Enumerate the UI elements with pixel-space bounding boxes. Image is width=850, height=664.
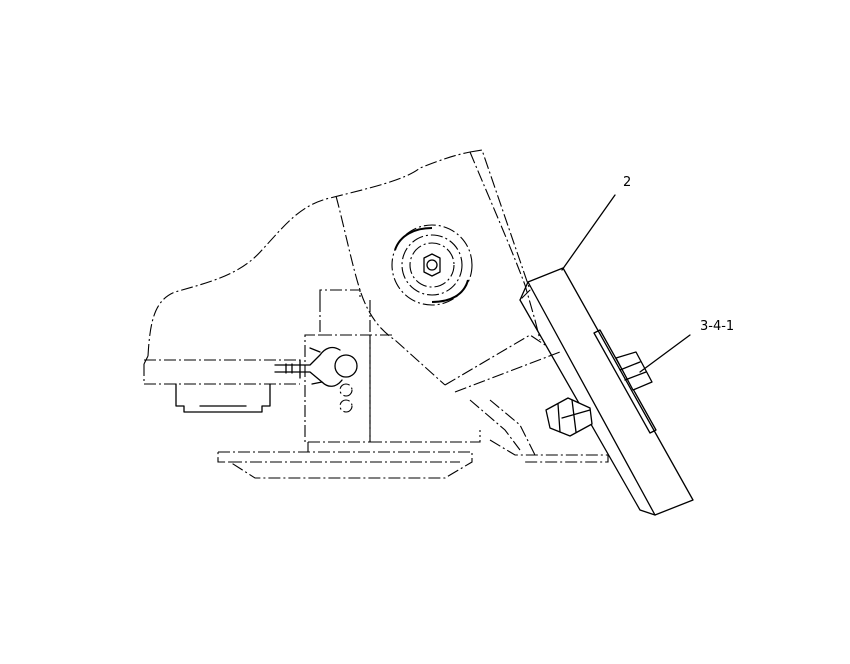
- pivot-assembly: [391, 224, 473, 306]
- callout-2: 2: [623, 175, 631, 190]
- latch-pin: [274, 346, 358, 387]
- lower-block: [175, 383, 271, 413]
- angled-flange[interactable]: [519, 267, 694, 516]
- callout-3-4-1: 3-4-1: [700, 319, 734, 334]
- pivot-nut: [423, 253, 441, 277]
- slide-bracket-phantom: [304, 289, 481, 443]
- leader-line-3-4-1: [639, 334, 691, 373]
- bolt-upper[interactable]: [615, 351, 653, 391]
- leader-lines: [561, 194, 691, 373]
- main-arm-phantom: [444, 149, 561, 456]
- bolt-lower[interactable]: [545, 397, 593, 437]
- seat-phantom-outline: [143, 151, 471, 386]
- leader-line-2: [561, 194, 616, 271]
- base-plate-phantom: [217, 439, 609, 479]
